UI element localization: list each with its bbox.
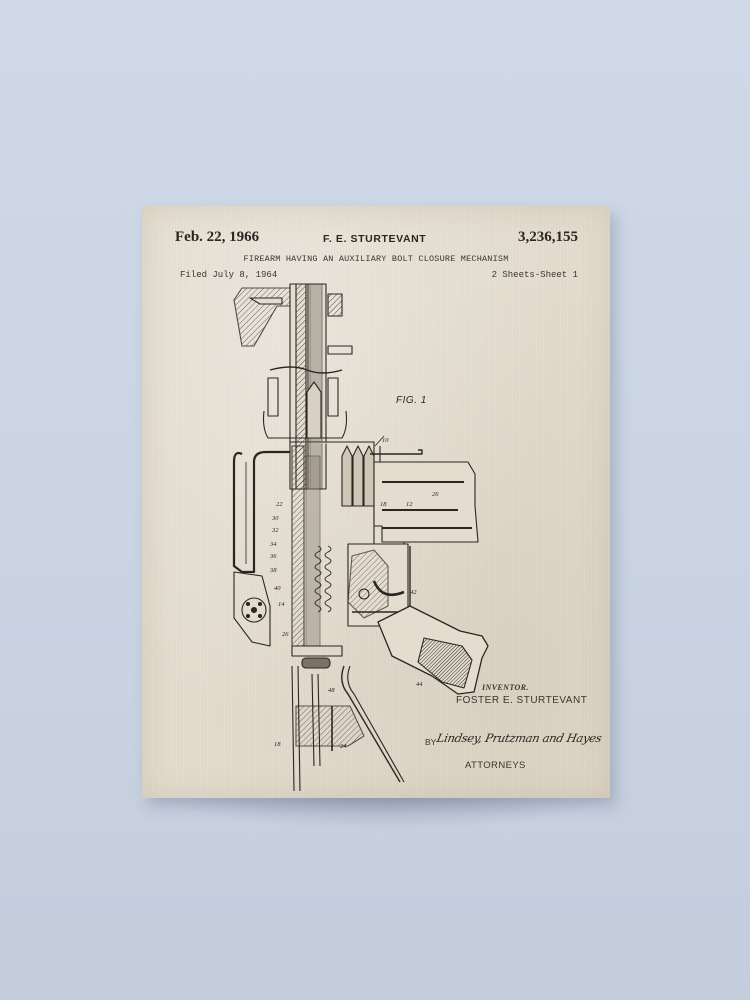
svg-text:14: 14 (278, 601, 285, 608)
patent-title: FIREARM HAVING AN AUXILIARY BOLT CLOSURE… (243, 254, 509, 264)
by-label: BY (425, 737, 437, 747)
svg-text:18: 18 (380, 501, 387, 508)
svg-text:38: 38 (269, 567, 277, 574)
svg-text:24: 24 (340, 743, 347, 750)
svg-text:36: 36 (269, 553, 277, 560)
svg-text:32: 32 (271, 527, 279, 534)
figure-label: FIG. 1 (396, 395, 427, 406)
inventor-role-label: INVENTOR. (482, 683, 529, 692)
patent-filed-date: Filed July 8, 1964 (180, 270, 278, 280)
patent-number: 3,236,155 (518, 229, 578, 245)
attorneys-label: ATTORNEYS (465, 760, 526, 771)
patent-sheets: 2 Sheets-Sheet 1 (491, 270, 578, 280)
patent-inventor-header: F. E. STURTEVANT (323, 233, 427, 245)
svg-text:10: 10 (382, 437, 389, 444)
svg-text:22: 22 (276, 501, 283, 508)
patent-date: Feb. 22, 1966 (175, 229, 260, 245)
svg-text:26: 26 (432, 491, 439, 498)
svg-text:34: 34 (269, 541, 277, 548)
svg-text:12: 12 (406, 501, 413, 508)
svg-text:48: 48 (328, 687, 335, 694)
inventor-name: FOSTER E. STURTEVANT (456, 695, 588, 706)
svg-text:30: 30 (271, 515, 279, 522)
canvas-print: Feb. 22, 1966 F. E. STURTEVANT 3,236,155… (142, 206, 610, 798)
svg-text:40: 40 (274, 585, 281, 592)
svg-text:26: 26 (282, 631, 289, 638)
svg-text:44: 44 (416, 681, 423, 688)
svg-text:18: 18 (274, 741, 281, 748)
attorney-signature: Lindsey, Prutzman and Hayes (435, 731, 603, 745)
rifle-patent-drawing: 22 30 32 34 36 38 40 14 26 26 12 18 42 44 48 24 18 1… (232, 283, 489, 792)
svg-text:42: 42 (410, 589, 417, 596)
